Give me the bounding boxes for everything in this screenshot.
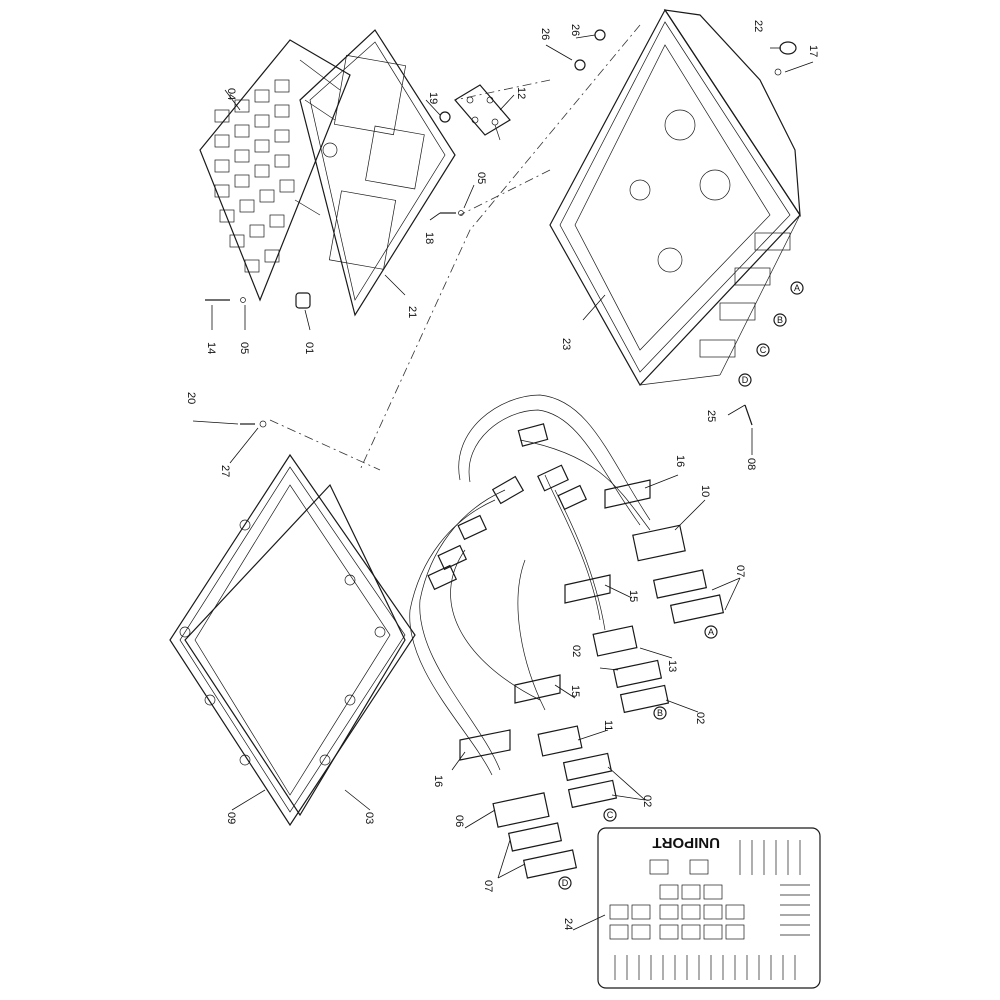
svg-text:C: C	[607, 810, 614, 820]
svg-text:D: D	[742, 375, 749, 385]
callout-label: 05	[238, 342, 250, 354]
callout-label: 12	[515, 87, 527, 99]
callout-label: 15	[569, 685, 581, 697]
callout-label: 18	[423, 232, 435, 244]
callout-label: 24	[562, 918, 574, 930]
mounting-plate	[299, 29, 456, 317]
callout-label: 26	[539, 28, 551, 40]
svg-text:B: B	[657, 708, 663, 718]
wire-harness	[409, 394, 651, 776]
callout-label: 27	[219, 465, 231, 477]
callout-label: 23	[560, 338, 572, 350]
assembly-centerlines	[269, 24, 641, 471]
circle-markers: A B C D A B C D	[558, 281, 804, 890]
panel-brand: UNIPORT	[653, 834, 721, 851]
circle-marker: D	[738, 373, 752, 387]
callout-label: 10	[699, 485, 711, 497]
label-panel: UNIPORT	[597, 827, 821, 989]
callout-labels: 04 19 12 05 18 21 14 05 01 26 26 22 17 2…	[185, 20, 819, 930]
callout-label: 11	[602, 720, 614, 731]
callout-label: 01	[303, 342, 315, 354]
callout-label: 07	[734, 565, 746, 577]
svg-text:D: D	[562, 878, 569, 888]
callout-label: 22	[752, 20, 764, 32]
lid-and-gasket	[169, 420, 416, 827]
connector-assemblies	[459, 479, 725, 879]
circle-marker: C	[603, 808, 617, 822]
svg-text:A: A	[708, 627, 714, 637]
svg-text:A: A	[794, 283, 800, 293]
callout-label: 02	[641, 795, 653, 807]
callout-label: 08	[745, 458, 757, 470]
circle-marker: D	[558, 876, 572, 890]
callout-label: 16	[674, 455, 686, 467]
callout-label: 25	[705, 410, 717, 422]
callout-label: 14	[205, 342, 217, 354]
callout-label: 03	[363, 812, 375, 824]
callout-label: 09	[225, 812, 237, 824]
circle-marker: B	[773, 313, 787, 327]
callout-label: 13	[666, 660, 678, 672]
callout-label: 06	[453, 815, 465, 827]
callout-label: 02	[694, 712, 706, 724]
callout-label: 16	[432, 775, 444, 787]
callout-leaders	[192, 34, 814, 931]
circle-marker: C	[756, 343, 770, 357]
callout-label: 17	[807, 45, 819, 57]
svg-text:C: C	[760, 345, 767, 355]
callout-label: 02	[570, 645, 582, 657]
enclosure-box	[549, 8, 801, 426]
callout-label: 05	[475, 172, 487, 184]
callout-label: 26	[569, 24, 581, 36]
circuit-board	[199, 39, 351, 302]
callout-label: 07	[482, 880, 494, 892]
callout-label: 19	[427, 92, 439, 104]
svg-text:B: B	[777, 315, 783, 325]
callout-label: 15	[627, 590, 639, 602]
circle-marker: A	[704, 625, 718, 639]
hardware-group-top	[205, 84, 511, 309]
circle-marker: A	[790, 281, 804, 295]
callout-label: 21	[406, 306, 418, 318]
callout-label: 20	[185, 392, 197, 404]
circle-marker: B	[653, 706, 667, 720]
callout-label: 04	[225, 88, 237, 100]
